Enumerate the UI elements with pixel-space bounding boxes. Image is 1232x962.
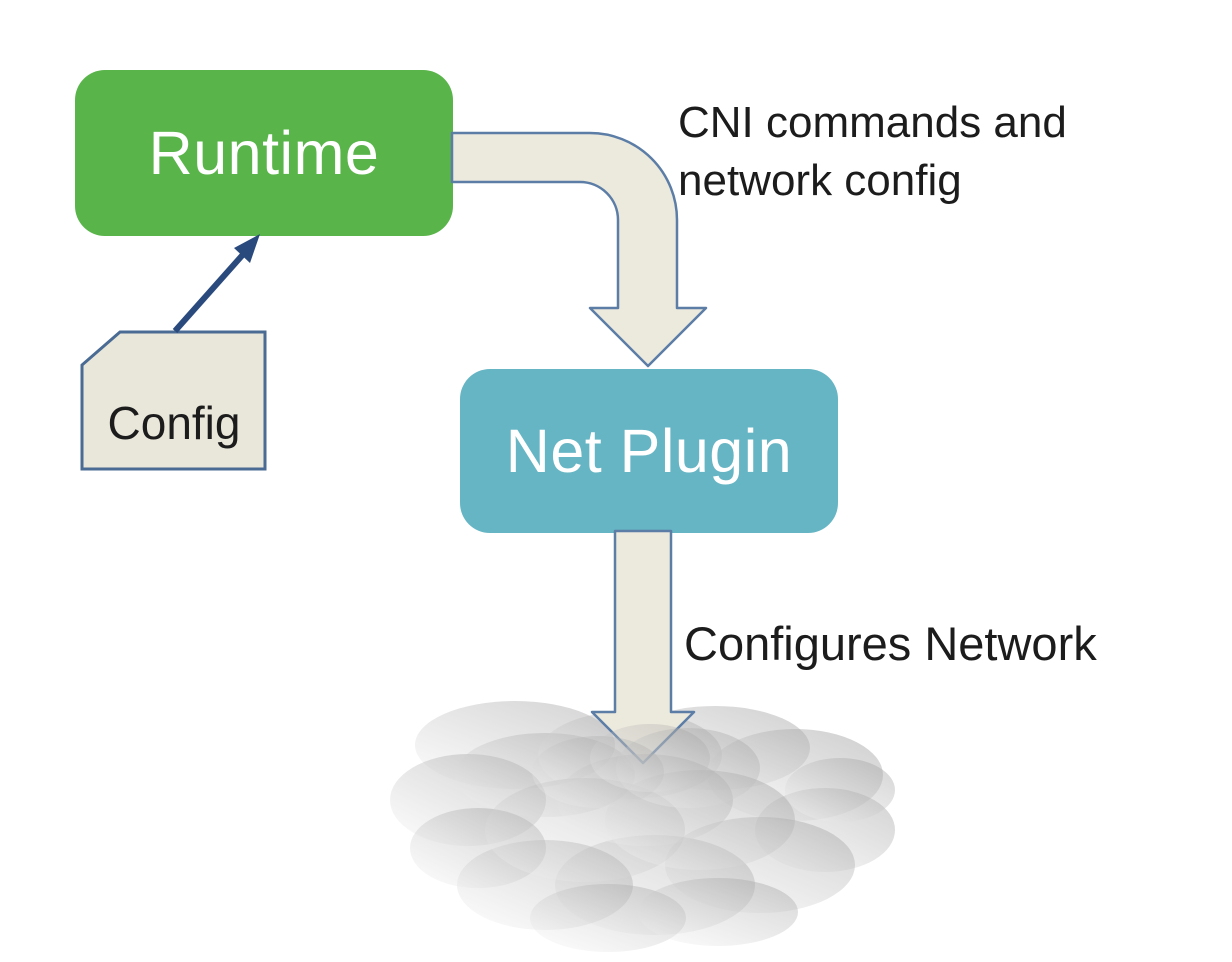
- cloud-ellipse: [590, 724, 710, 792]
- arrowhead: [234, 234, 260, 263]
- runtime-node: Runtime: [75, 70, 453, 236]
- config-note-shape: [80, 330, 267, 471]
- cni-commands-label: CNI commands and network config: [678, 98, 1067, 206]
- cloud-ellipse: [638, 878, 798, 946]
- cloud-ellipse: [785, 758, 895, 822]
- runtime-label: Runtime: [148, 118, 380, 187]
- cni-commands-arrow: [450, 131, 708, 368]
- net-plugin-label: Net Plugin: [505, 416, 793, 485]
- config-label: Config: [107, 397, 241, 449]
- network-cloud-overlay: [532, 724, 760, 846]
- configures-network-label: Configures Network: [684, 617, 1097, 670]
- net-plugin-node: Net Plugin: [460, 369, 838, 533]
- config-to-runtime-arrow: [172, 234, 260, 333]
